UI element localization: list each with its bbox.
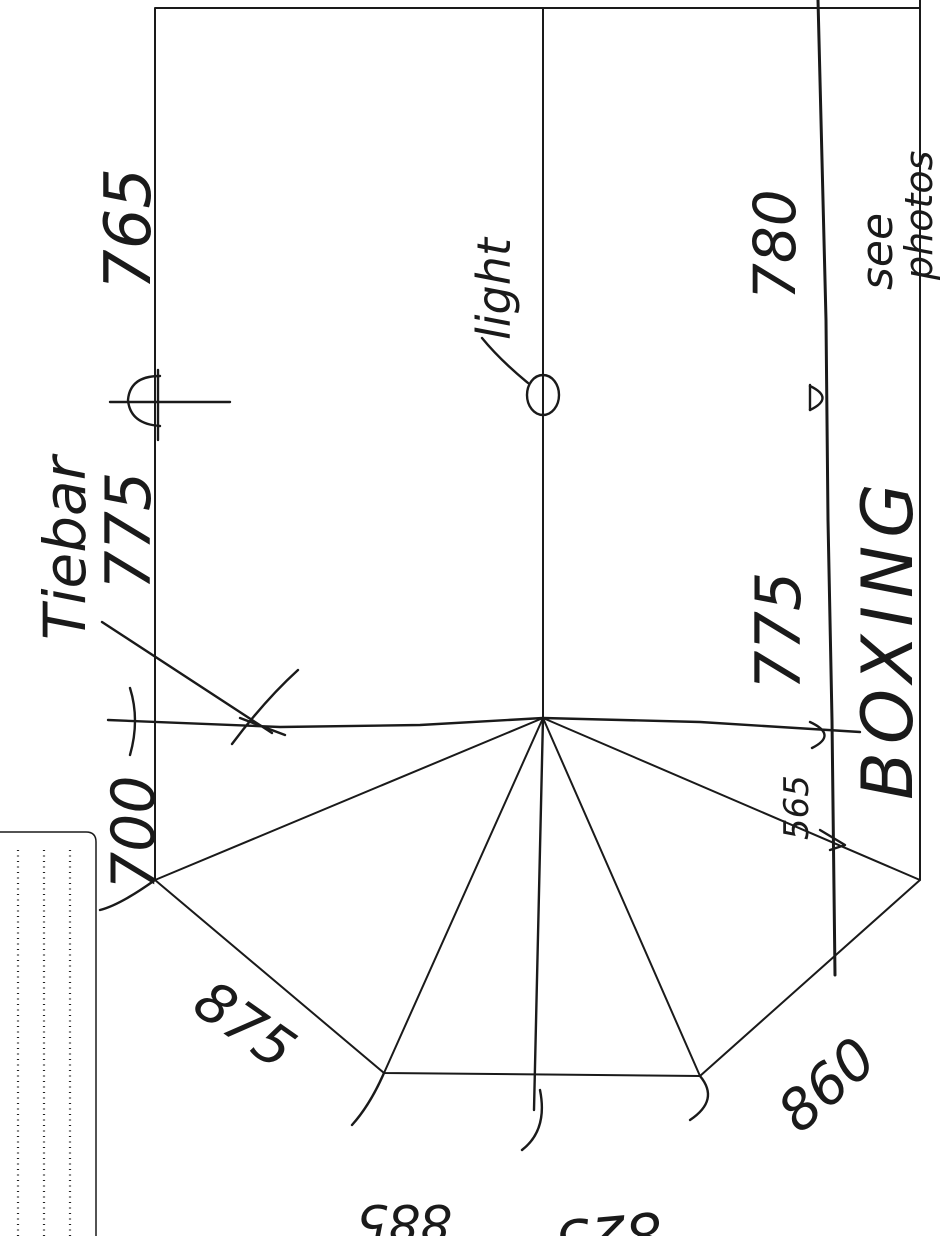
see-label: see xyxy=(852,213,903,290)
dim-top-left: 700 xyxy=(99,775,169,890)
dim-top-right: 765 xyxy=(92,168,166,290)
corner-ticks xyxy=(98,828,847,1152)
dim-top-mid: 775 xyxy=(92,472,165,590)
tiebar-label: Tiebar xyxy=(31,453,99,640)
light-fixture xyxy=(480,336,561,417)
centerline-marks xyxy=(108,368,826,757)
fan-lines xyxy=(154,716,921,1112)
note-card xyxy=(0,831,97,1236)
boxing-line xyxy=(816,0,837,977)
tiebar-arrow xyxy=(100,620,300,746)
dim-right-mid: 775 xyxy=(742,572,815,690)
tiebar-line xyxy=(106,716,862,734)
boxing-label: BOXING xyxy=(847,476,929,800)
dim-diag-left: 875 xyxy=(182,968,307,1083)
light-label: light xyxy=(467,236,521,340)
dim-bottom-1: 885 xyxy=(357,1193,452,1236)
dim-right-upper: 780 xyxy=(741,189,809,300)
dim-bottom-2: 825 xyxy=(552,1198,664,1236)
dim-right-small: 565 xyxy=(777,775,817,840)
dim-diag-right: 860 xyxy=(766,1026,889,1146)
photos-label: photos xyxy=(897,151,941,281)
